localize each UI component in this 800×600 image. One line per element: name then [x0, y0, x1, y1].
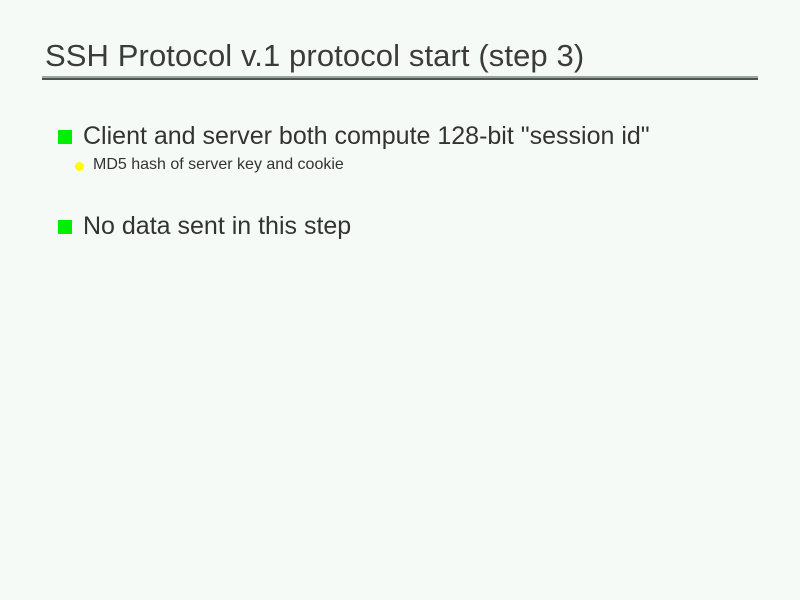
bullet-text: MD5 hash of server key and cookie	[93, 156, 344, 173]
bullet-text: Client and server both compute 128-bit "…	[83, 122, 650, 150]
bullet-item-level1: No data sent in this step	[0, 210, 800, 244]
slide-body: Client and server both compute 128-bit "…	[0, 120, 800, 244]
bullet-item-level1: Client and server both compute 128-bit "…	[0, 120, 800, 154]
green-square-bullet-icon	[58, 130, 72, 144]
slide-title: SSH Protocol v.1 protocol start (step 3)	[45, 38, 585, 73]
green-square-bullet-icon	[58, 220, 72, 234]
yellow-dot-bullet-icon	[75, 162, 84, 171]
bullet-spacer	[0, 178, 800, 210]
bullet-text: No data sent in this step	[83, 212, 352, 240]
bullet-item-level2: MD5 hash of server key and cookie	[0, 154, 800, 178]
title-underline-rule	[42, 76, 758, 80]
